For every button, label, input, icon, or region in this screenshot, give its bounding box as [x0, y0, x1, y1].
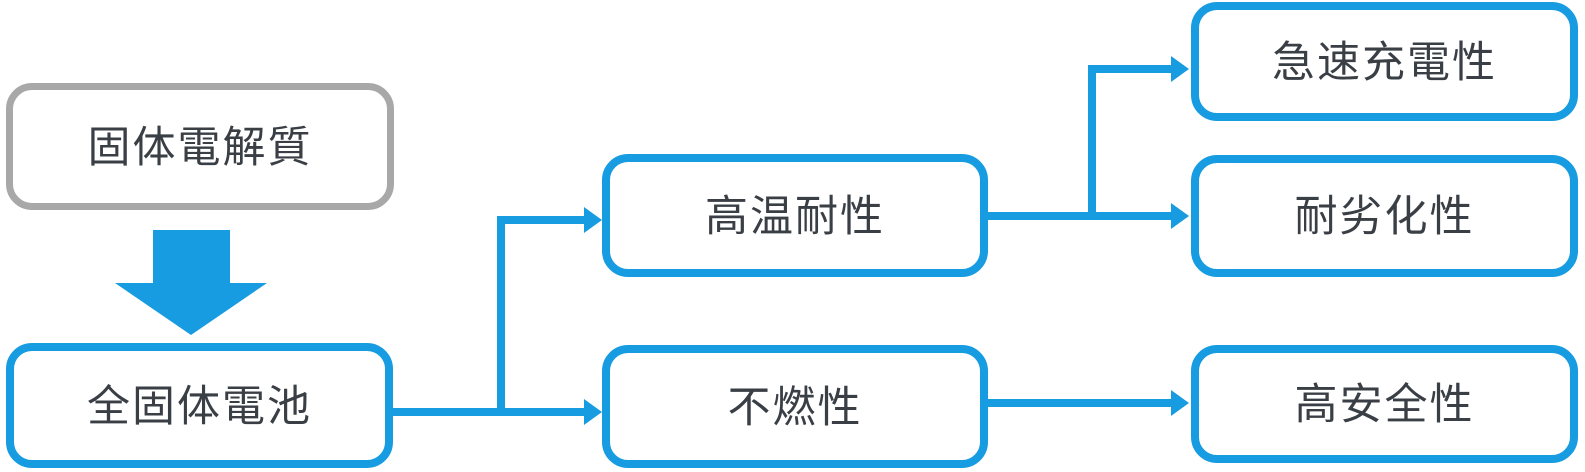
connector-nonflammable-to-safety: [986, 390, 1189, 416]
arrowhead-to-high-safety: [1171, 390, 1189, 416]
node-high-safety: 高安全性: [1191, 345, 1578, 463]
arrowhead-to-high-temp: [584, 207, 602, 233]
node-solid-electrolyte-label: 固体電解質: [87, 122, 313, 173]
down-arrow-icon: [115, 230, 267, 335]
node-degradation-resistance: 耐劣化性: [1191, 155, 1578, 277]
node-rapid-charging: 急速充電性: [1191, 2, 1578, 121]
arrowhead-to-non-flammability: [584, 399, 602, 425]
connector-battery-to-features: [391, 207, 602, 425]
node-high-temp-resistance: 高温耐性: [602, 154, 988, 277]
node-solid-electrolyte: 固体電解質: [6, 83, 394, 210]
node-high-temp-resistance-label: 高温耐性: [705, 191, 885, 242]
arrowhead-to-degradation-resistance: [1171, 203, 1189, 229]
arrowhead-to-rapid-charging: [1171, 56, 1189, 82]
node-degradation-resistance-label: 耐劣化性: [1294, 192, 1475, 242]
node-non-flammability: 不燃性: [602, 345, 988, 468]
node-all-solid-state-battery-label: 全固体電池: [87, 381, 312, 432]
connector-high-temp-to-subfeatures: [986, 56, 1189, 229]
node-non-flammability-label: 不燃性: [727, 382, 863, 433]
node-high-safety-label: 高安全性: [1294, 380, 1475, 430]
node-all-solid-state-battery: 全固体電池: [6, 343, 393, 468]
node-rapid-charging-label: 急速充電性: [1272, 37, 1497, 88]
